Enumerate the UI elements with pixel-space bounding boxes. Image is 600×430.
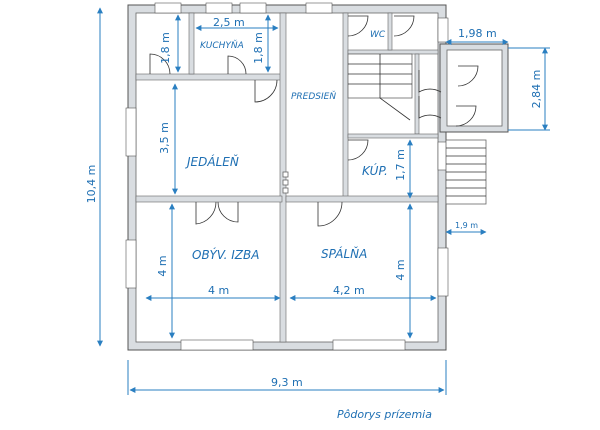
room-label-wc: WC: [370, 30, 386, 40]
room-label-dining: JEDÁLEŇ: [185, 154, 239, 169]
outside-stairs: [445, 139, 487, 205]
plan-caption: Pôdorys prízemia: [337, 408, 432, 421]
dim-bathroom-height: 1,7 m: [394, 149, 407, 181]
dim-annex-width: 1,98 m: [458, 27, 497, 40]
room-label-bathroom: KÚP.: [362, 163, 388, 178]
dimension-lines: [97, 7, 550, 395]
dim-annex-height: 2,84 m: [530, 70, 543, 109]
dim-kitchen-right-height: 1,8 m: [252, 32, 265, 64]
room-label-living-room: OBÝV. IZBA: [192, 247, 259, 262]
doors: [149, 15, 479, 227]
dim-stairs-width: 1,9 m: [455, 221, 478, 230]
dim-bedroom-height: 4 m: [394, 259, 407, 280]
room-label-bedroom: SPÁLŇA: [321, 246, 367, 261]
dimension-labels: 2,5 m 1,8 m 1,8 m 1,98 m 2,84 m 3,5 m 1,…: [85, 16, 543, 389]
dim-total-width: 9,3 m: [271, 376, 303, 389]
annex: [439, 43, 509, 133]
dim-dining-height: 3,5 m: [158, 122, 171, 154]
dim-bedroom-width: 4,2 m: [333, 284, 365, 297]
partitions: [135, 12, 439, 343]
room-labels: KUCHYŇA WC PREDSIEŇ JEDÁLEŇ KÚP. OBÝV. I…: [185, 30, 388, 262]
dim-kitchen-width: 2,5 m: [213, 16, 245, 29]
room-label-kitchen: KUCHYŇA: [200, 39, 244, 51]
dim-living-height: 4 m: [156, 255, 169, 276]
dim-kitchen-left-height: 1,8 m: [159, 32, 172, 64]
windows: [125, 2, 449, 351]
dim-living-width: 4 m: [208, 284, 229, 297]
room-label-hall: PREDSIEŇ: [291, 90, 336, 102]
dim-total-height: 10,4 m: [85, 165, 98, 204]
